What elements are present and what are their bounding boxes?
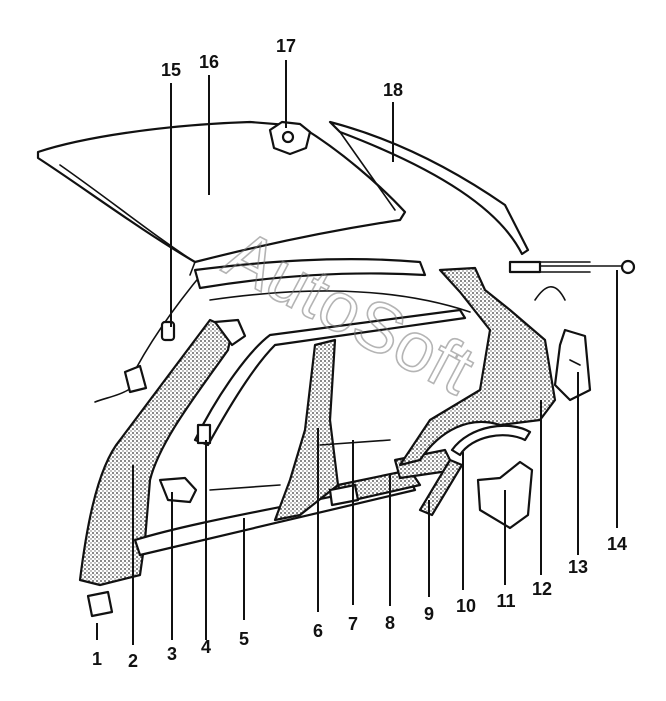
roof-drain-hose	[94, 269, 206, 403]
roof-panel	[36, 120, 407, 276]
callout-12: 12	[532, 579, 552, 599]
callout-13: 13	[568, 557, 588, 577]
rear-quarter-panel	[398, 266, 557, 467]
callout-labels: 1 2 3 4 5 6 7 8 9 10 11 12 13 14 15 16 1…	[92, 36, 627, 671]
callout-15: 15	[161, 60, 181, 80]
callout-2: 2	[128, 651, 138, 671]
rear-bracket	[328, 448, 457, 507]
door-hinge	[158, 476, 281, 504]
callout-17: 17	[276, 36, 296, 56]
callout-18: 18	[383, 80, 403, 100]
callout-3: 3	[167, 644, 177, 664]
callout-7: 7	[348, 614, 358, 634]
center-pillar	[273, 338, 340, 522]
callout-1: 1	[92, 649, 102, 669]
callout-8: 8	[385, 613, 395, 633]
wheel-arch	[450, 424, 532, 457]
callout-5: 5	[239, 629, 249, 649]
callout-14: 14	[607, 534, 627, 554]
callout-4: 4	[201, 637, 211, 657]
tail-lamp-housing	[553, 328, 592, 402]
rear-window-seal	[328, 120, 566, 301]
door-frame-molding	[193, 308, 467, 447]
callout-10: 10	[456, 596, 476, 616]
roof-bracket	[268, 120, 312, 156]
callout-16: 16	[199, 52, 219, 72]
callout-6: 6	[313, 621, 323, 641]
mounting-clip	[86, 590, 114, 618]
roof-rail	[193, 258, 471, 313]
leader-lines	[96, 60, 618, 645]
front-pillar	[78, 318, 247, 587]
tailgate-gas-strut	[508, 259, 636, 275]
callout-9: 9	[424, 604, 434, 624]
callout-11: 11	[496, 591, 515, 611]
